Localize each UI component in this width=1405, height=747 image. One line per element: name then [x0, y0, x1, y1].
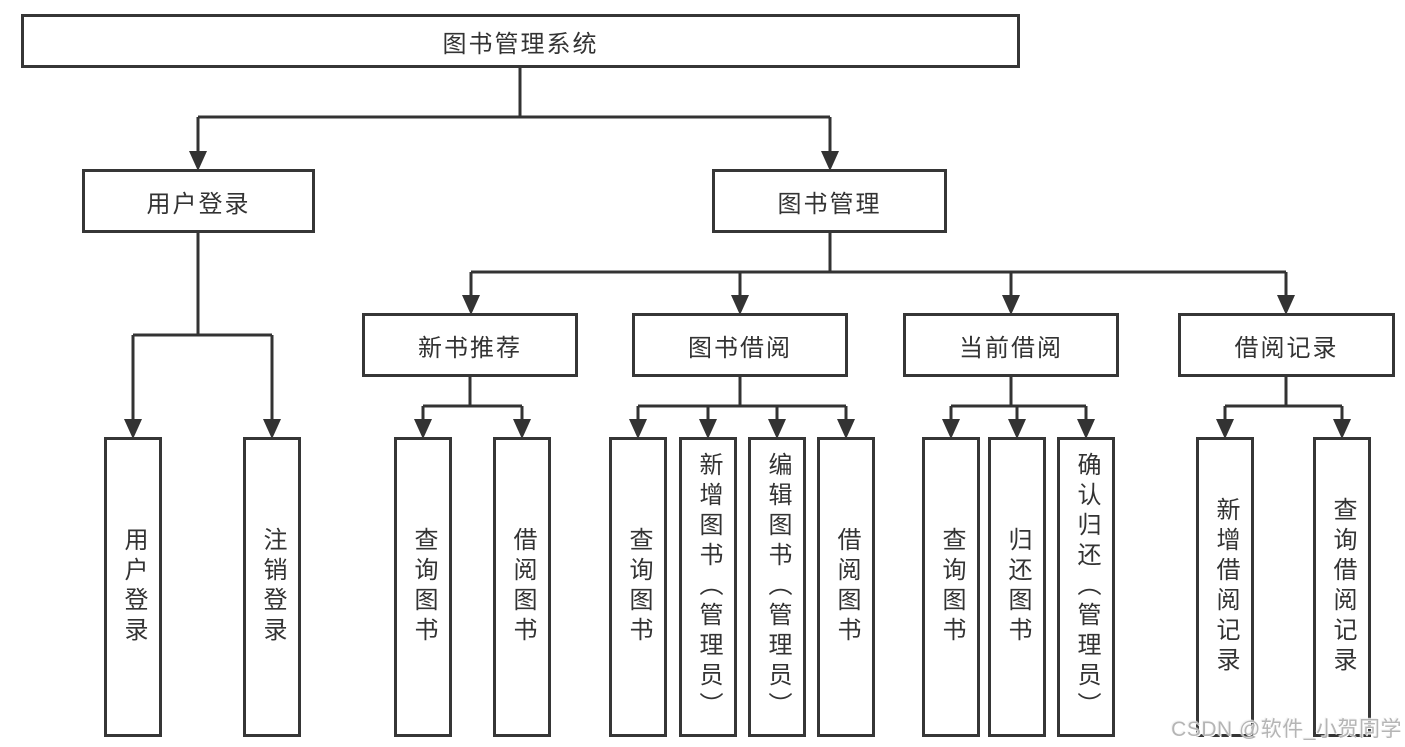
connector-user-login-children: [131, 233, 274, 419]
connector-new-book-children: [421, 377, 524, 419]
leaf-query-books-recommend: 查询图书: [394, 437, 452, 737]
arrowhead: [513, 419, 531, 439]
node-label: 当前借阅: [959, 334, 1063, 362]
arrowhead: [629, 419, 647, 439]
node-label: 借阅图书: [509, 527, 536, 647]
leaf-query-books-borrow: 查询图书: [609, 437, 667, 737]
node-library-management-system: 图书管理系统: [21, 14, 1020, 68]
leaf-query-books-current: 查询图书: [922, 437, 980, 737]
leaf-edit-books-admin: 编辑图书（管理员）: [748, 437, 806, 737]
node-label: 新增借阅记录: [1212, 497, 1239, 677]
arrowhead: [1216, 419, 1234, 439]
arrowhead: [1277, 295, 1295, 315]
node-label: 用户登录: [146, 190, 251, 218]
arrowhead: [768, 419, 786, 439]
connector-book-management-children: [469, 233, 1288, 296]
node-label: 编辑图书（管理员）: [764, 452, 791, 722]
leaf-borrow-books-recommend: 借阅图书: [493, 437, 551, 737]
arrowhead: [1333, 419, 1351, 439]
csdn-watermark: CSDN @软件_小贺同学: [1171, 718, 1402, 741]
arrowhead: [414, 419, 432, 439]
node-current-borrowing: 当前借阅: [903, 313, 1119, 377]
arrowhead: [821, 151, 839, 171]
leaf-return-books: 归还图书: [988, 437, 1046, 737]
arrowhead: [124, 419, 142, 439]
arrowhead: [699, 419, 717, 439]
arrowhead: [1008, 419, 1026, 439]
node-label: 图书管理: [777, 190, 882, 218]
arrowhead: [731, 295, 749, 315]
connector-book-borrow-children: [636, 377, 848, 419]
arrowhead: [837, 419, 855, 439]
leaf-add-books-admin: 新增图书（管理员）: [679, 437, 737, 737]
node-label: 用户登录: [120, 527, 147, 647]
arrowhead: [189, 151, 207, 171]
node-label: 查询图书: [625, 527, 652, 647]
leaf-query-borrow-record: 查询借阅记录: [1313, 437, 1371, 737]
arrowhead: [1077, 419, 1095, 439]
node-new-book-recommendation: 新书推荐: [362, 313, 578, 377]
connector-current-borrow-children: [949, 377, 1088, 419]
leaf-confirm-return-admin: 确认归还（管理员）: [1057, 437, 1115, 737]
leaf-borrow-books: 借阅图书: [817, 437, 875, 737]
node-label: 确认归还（管理员）: [1073, 452, 1100, 722]
node-label: 注销登录: [259, 527, 286, 647]
node-label: 查询图书: [410, 527, 437, 647]
arrowhead: [1002, 295, 1020, 315]
node-label: 查询借阅记录: [1329, 497, 1356, 677]
connector-root-to-level2: [196, 68, 832, 152]
node-book-borrowing: 图书借阅: [632, 313, 848, 377]
arrowhead: [263, 419, 281, 439]
arrowhead: [462, 295, 480, 315]
node-label: 图书管理系统: [442, 30, 599, 58]
node-user-login: 用户登录: [82, 169, 315, 233]
node-book-management: 图书管理: [712, 169, 947, 233]
node-label: 新书推荐: [418, 334, 522, 362]
node-label: 借阅记录: [1234, 334, 1339, 362]
node-label: 图书借阅: [688, 334, 792, 362]
node-label: 归还图书: [1004, 527, 1031, 647]
arrowhead: [942, 419, 960, 439]
connector-borrow-record-children: [1223, 377, 1344, 419]
node-borrowing-records: 借阅记录: [1178, 313, 1395, 377]
node-label: 借阅图书: [833, 527, 860, 647]
leaf-user-login: 用户登录: [104, 437, 162, 737]
node-label: 查询图书: [938, 527, 965, 647]
leaf-add-borrow-record: 新增借阅记录: [1196, 437, 1254, 737]
leaf-logout-login: 注销登录: [243, 437, 301, 737]
node-label: 新增图书（管理员）: [695, 452, 722, 722]
